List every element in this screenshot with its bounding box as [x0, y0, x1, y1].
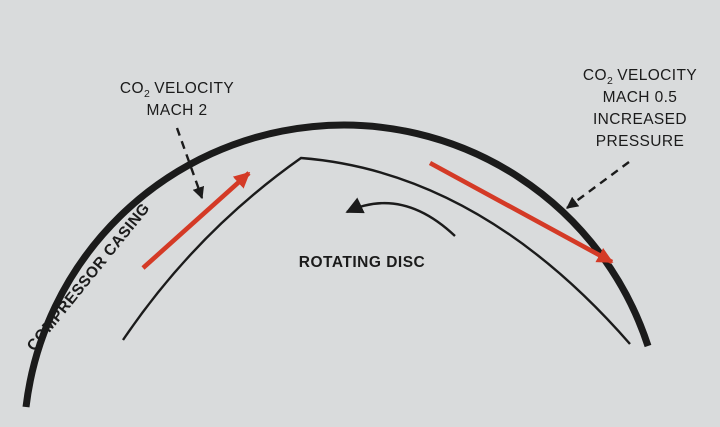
- left-label-pointer-arrow: [175, 127, 205, 200]
- right-co-text: CO: [583, 67, 607, 84]
- left-co-text: CO: [120, 80, 144, 97]
- right-velocity-label-line4: PRESSURE: [596, 133, 684, 150]
- left-flow-velocity-arrow: [141, 171, 251, 270]
- left-velocity-label-line1: CO2 VELOCITY: [120, 80, 234, 100]
- left-velocity-text: VELOCITY: [154, 80, 234, 97]
- right-label-pointer-arrow: [566, 161, 630, 209]
- left-co2-subscript: 2: [144, 88, 150, 100]
- left-velocity-label-line2: MACH 2: [147, 102, 208, 119]
- rotating-disc-arc: [122, 156, 631, 345]
- right-velocity-label-line2: MACH 0.5: [603, 89, 678, 106]
- rotating-disc-label: ROTATING DISC: [299, 254, 425, 271]
- right-flow-velocity-arrow: [428, 160, 614, 265]
- rotation-direction-arrow: [345, 197, 456, 237]
- compressor-casing-arc: [22, 121, 652, 408]
- right-velocity-label-line3: INCREASED: [593, 111, 687, 128]
- right-velocity-text: VELOCITY: [617, 67, 697, 84]
- compressor-casing-label: COMPRESSOR CASING: [24, 200, 154, 355]
- right-velocity-label-line1: CO2 VELOCITY: [583, 67, 697, 87]
- right-co2-subscript: 2: [607, 75, 613, 87]
